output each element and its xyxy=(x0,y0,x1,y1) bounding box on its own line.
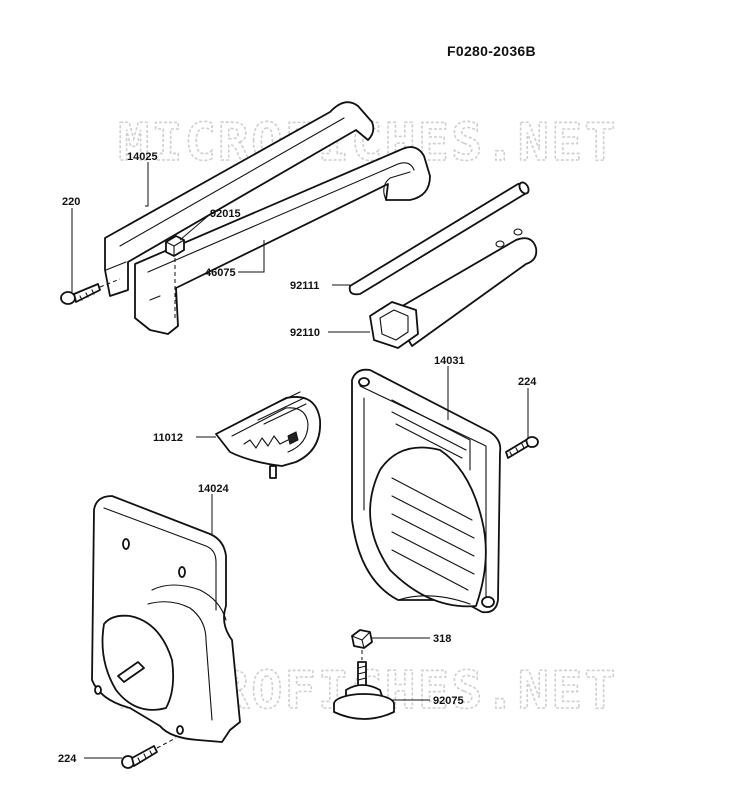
callout-14031: 14031 xyxy=(434,355,465,367)
handle-cover-14025 xyxy=(104,101,375,297)
back-plate-14024 xyxy=(91,495,241,743)
callout-92075: 92075 xyxy=(433,695,464,707)
callout-46075: 46075 xyxy=(205,267,236,279)
callout-11012: 11012 xyxy=(153,432,183,444)
rod-92111 xyxy=(348,181,530,296)
screw-220 xyxy=(60,278,121,305)
callout-224-top: 224 xyxy=(518,376,537,388)
nut-318 xyxy=(351,629,373,660)
cover-plate-11012 xyxy=(215,391,321,479)
drawing-reference-code: F0280-2036B xyxy=(447,43,536,59)
box-wrench-92110 xyxy=(369,228,538,349)
nut-92015 xyxy=(165,235,185,320)
callout-14024: 14024 xyxy=(198,483,229,495)
screw-224-top xyxy=(505,436,539,459)
callout-92015: 92015 xyxy=(210,208,241,220)
mount-92075 xyxy=(333,661,395,720)
callout-92111: 92111 xyxy=(290,280,319,292)
callout-220: 220 xyxy=(62,196,80,208)
handle-grip-46075 xyxy=(134,146,431,335)
callout-92110: 92110 xyxy=(290,327,320,339)
screw-224-bottom xyxy=(121,737,177,769)
leader-lines xyxy=(71,162,529,759)
fan-housing-14031 xyxy=(351,368,502,614)
callout-318: 318 xyxy=(433,633,451,645)
callout-14025: 14025 xyxy=(127,151,158,163)
callout-224-bottom: 224 xyxy=(58,753,77,765)
